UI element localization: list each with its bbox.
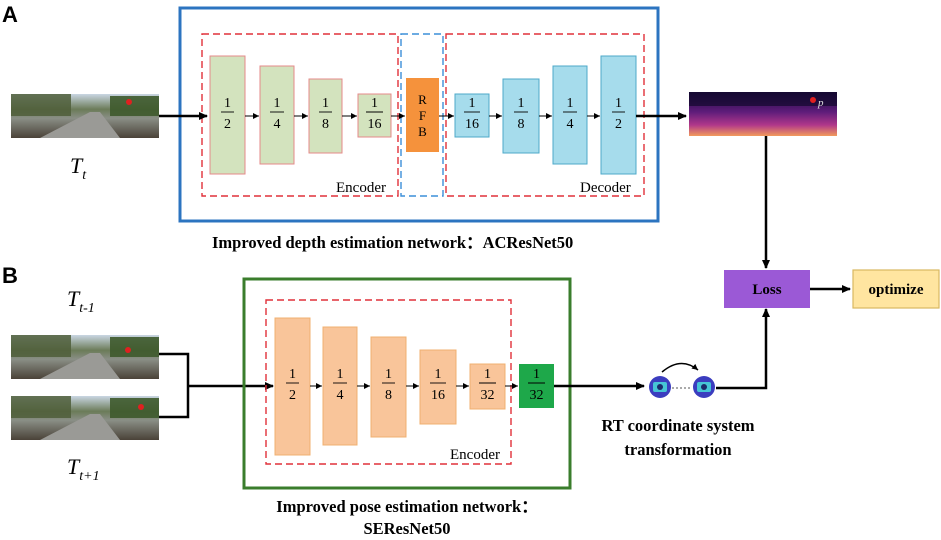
- camera-icon: [693, 376, 715, 398]
- rfb-block: [406, 78, 439, 152]
- panel-b-caption-line2: SEResNet50: [363, 519, 450, 538]
- svg-text:1: 1: [224, 96, 231, 111]
- fraction-label: 1 2: [221, 96, 234, 132]
- svg-text:p: p: [817, 97, 824, 109]
- pose-encoder-block: [274, 317, 311, 456]
- svg-text:16: 16: [368, 117, 382, 132]
- encoder-block-a: [308, 78, 343, 154]
- input-image-t-minus-1: [11, 335, 159, 379]
- svg-text:1: 1: [435, 367, 442, 382]
- decoder-block: [454, 93, 490, 138]
- loss-label: Loss: [752, 282, 781, 298]
- svg-text:4: 4: [274, 117, 281, 132]
- encoder-region-b: [265, 299, 512, 465]
- svg-text:1: 1: [533, 367, 540, 382]
- svg-text:1: 1: [289, 367, 296, 382]
- svg-text:8: 8: [322, 117, 329, 132]
- fraction-label: 1 16: [464, 96, 480, 132]
- svg-text:1: 1: [615, 96, 622, 111]
- panel-a-caption: Improved depth estimation network：ACResN…: [212, 233, 573, 252]
- decoder-block: [600, 55, 637, 175]
- input-image-t: [11, 94, 159, 138]
- svg-text:2: 2: [224, 117, 231, 132]
- fraction-label: 1 16: [366, 96, 383, 132]
- pose-encoder-block: [469, 363, 506, 410]
- fraction-label: 1 32: [479, 367, 496, 403]
- svg-text:F: F: [419, 108, 426, 123]
- svg-text:32: 32: [530, 388, 544, 403]
- input-label-t-minus-1: Tt-1: [67, 286, 95, 316]
- merge-connector: [159, 352, 190, 419]
- fraction-label: 1 8: [514, 96, 528, 132]
- encoder-label-a: Encoder: [336, 180, 386, 196]
- svg-text:4: 4: [567, 117, 574, 132]
- rt-label-line1: RT coordinate system: [601, 416, 754, 435]
- svg-text:B: B: [418, 124, 427, 139]
- arrow-rt-to-loss: [716, 308, 770, 390]
- pose-encoder-block: [322, 326, 358, 446]
- svg-text:32: 32: [481, 388, 495, 403]
- svg-text:1: 1: [469, 96, 476, 111]
- decoder-block: [552, 65, 588, 165]
- svg-text:8: 8: [385, 388, 392, 403]
- pose-output-block: [519, 364, 554, 408]
- svg-text:1: 1: [484, 367, 491, 382]
- svg-text:2: 2: [615, 117, 622, 132]
- input-label-t-plus-1: Tt+1: [67, 454, 100, 484]
- pose-encoder-block: [370, 336, 407, 438]
- fraction-label: 1 4: [333, 367, 347, 403]
- depth-map-image: p: [689, 92, 837, 136]
- panel-a-frame: [178, 6, 660, 223]
- fraction-label: 1 4: [563, 96, 577, 132]
- svg-text:1: 1: [385, 367, 392, 382]
- panel-b-caption-line1: Improved pose estimation network：: [276, 497, 537, 516]
- fraction-label: 1 32: [528, 367, 545, 403]
- rfb-label: R F B: [418, 92, 427, 139]
- decoder-label: Decoder: [580, 180, 631, 196]
- pose-encoder-block: [419, 349, 457, 425]
- camera-icon: [649, 376, 671, 398]
- fraction-label: 1 2: [286, 367, 299, 403]
- svg-text:2: 2: [289, 388, 296, 403]
- input-image-t-plus-1: [11, 396, 159, 440]
- panel-b-frame: [242, 277, 572, 490]
- fraction-label: 1 8: [319, 96, 332, 132]
- rotation-arrow: [661, 362, 699, 373]
- svg-text:8: 8: [518, 117, 525, 132]
- panel-a-letter: A: [2, 2, 18, 27]
- rt-label-line2: transformation: [624, 440, 731, 459]
- input-label-t: Tt: [70, 153, 87, 183]
- panel-b-letter: B: [2, 263, 18, 288]
- svg-text:1: 1: [322, 96, 329, 111]
- rfb-region: [400, 33, 444, 197]
- optimize-label: optimize: [869, 282, 924, 298]
- fraction-label: 1 16: [430, 367, 446, 403]
- svg-text:1: 1: [518, 96, 525, 111]
- encoder-label-b: Encoder: [450, 447, 500, 463]
- loss-box: [724, 270, 810, 308]
- svg-text:16: 16: [465, 117, 479, 132]
- svg-text:1: 1: [337, 367, 344, 382]
- svg-text:1: 1: [371, 96, 378, 111]
- fraction-label: 1 8: [382, 367, 395, 403]
- decoder-block: [502, 78, 540, 154]
- encoder-region-a: [201, 33, 399, 197]
- svg-text:16: 16: [431, 388, 445, 403]
- svg-text:1: 1: [567, 96, 574, 111]
- fraction-label: 1 2: [612, 96, 625, 132]
- fraction-label: 1 4: [270, 96, 284, 132]
- svg-text:4: 4: [337, 388, 344, 403]
- optimize-box: [852, 269, 940, 309]
- svg-text:1: 1: [274, 96, 281, 111]
- encoder-block-a: [209, 55, 246, 175]
- svg-text:R: R: [418, 92, 427, 107]
- encoder-block-a: [259, 65, 295, 165]
